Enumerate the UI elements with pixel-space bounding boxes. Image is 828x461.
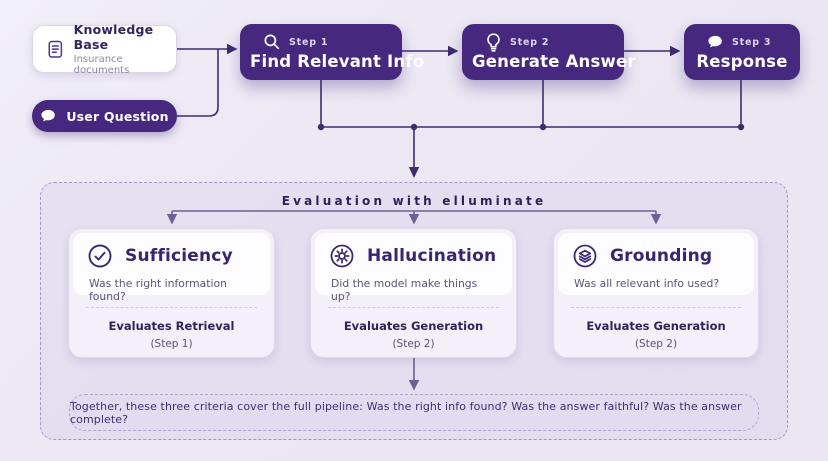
criterion-card-grounding: Grounding Was all relevant info used? Ev…: [553, 228, 759, 358]
layers-circle-icon: [573, 244, 597, 268]
step-title: Find Relevant Info: [250, 52, 425, 71]
step-title: Generate Answer: [472, 52, 636, 71]
divider: [328, 307, 499, 308]
divider: [86, 307, 257, 308]
lightbulb-icon: [487, 32, 500, 52]
summary-bar: Together, these three criteria cover the…: [69, 394, 759, 431]
step-header: Step 2: [485, 32, 614, 52]
divider: [571, 307, 741, 308]
user-question-pill: User Question: [32, 100, 177, 132]
step-header: Step 1: [263, 33, 392, 51]
user-question-label: User Question: [66, 108, 169, 124]
junction-dot: [317, 123, 325, 131]
criterion-header-panel: Hallucination Did the model make things …: [315, 233, 512, 303]
criterion-title: Sufficiency: [125, 246, 233, 266]
connector-question-to-step1: [177, 49, 219, 117]
virus-circle-icon: [330, 244, 354, 268]
criterion-header-panel: Sufficiency Was the right information fo…: [73, 233, 270, 303]
step-box-generate-answer: Step 2 Generate Answer: [462, 24, 636, 80]
criterion-card-sufficiency: Sufficiency Was the right information fo…: [68, 228, 275, 358]
evaluation-title: Evaluation with elluminate: [281, 194, 547, 208]
junction-dot: [410, 123, 418, 131]
knowledge-base-subtitle: Insurance documents: [73, 54, 130, 76]
junction-dot: [539, 123, 547, 131]
criterion-title: Hallucination: [367, 246, 497, 266]
knowledge-base-text: Knowledge Base Insurance documents: [74, 22, 166, 76]
knowledge-base-title: Knowledge Base: [73, 22, 154, 52]
criterion-evaluates: Evaluates Generation: [586, 319, 726, 333]
criterion-step: (Step 1): [150, 338, 193, 350]
criterion-question: Did the model make things up?: [331, 277, 478, 303]
summary-text: Together, these three criteria cover the…: [70, 399, 742, 426]
step-box-find-relevant-info: Step 1 Find Relevant Info: [240, 24, 425, 80]
step-box-response: Step 3 Response: [684, 24, 800, 80]
criterion-step: (Step 2): [634, 338, 678, 350]
criterion-evaluates: Evaluates Retrieval: [108, 319, 235, 333]
step-label: Step 1: [289, 36, 329, 48]
criterion-header-panel: Grounding Was all relevant info used?: [558, 233, 754, 295]
speech-bubble-icon: [41, 109, 56, 122]
check-circle-icon: [88, 244, 112, 268]
magnifier-icon: [264, 34, 280, 50]
junction-dot: [737, 123, 745, 131]
criterion-question: Was all relevant info used?: [574, 277, 720, 290]
knowledge-base-card: Knowledge Base Insurance documents: [32, 22, 177, 76]
step-label: Step 2: [510, 36, 550, 48]
arrowhead-into-step1: [227, 43, 238, 55]
step-header: Step 3: [707, 33, 790, 51]
criterion-evaluates: Evaluates Generation: [343, 319, 484, 333]
step-label: Step 3: [732, 36, 772, 48]
speech-bubble-icon: [708, 35, 722, 48]
document-icon: [48, 40, 63, 58]
arrowhead-into-step3: [670, 45, 681, 57]
criterion-title: Grounding: [610, 246, 713, 266]
arrowhead-into-evaluation: [408, 167, 420, 178]
criterion-card-hallucination: Hallucination Did the model make things …: [310, 228, 517, 358]
step-title: Response: [696, 52, 788, 71]
arrowhead-into-step2: [448, 45, 459, 57]
criterion-step: (Step 2): [392, 338, 435, 350]
criterion-question: Was the right information found?: [89, 277, 227, 303]
